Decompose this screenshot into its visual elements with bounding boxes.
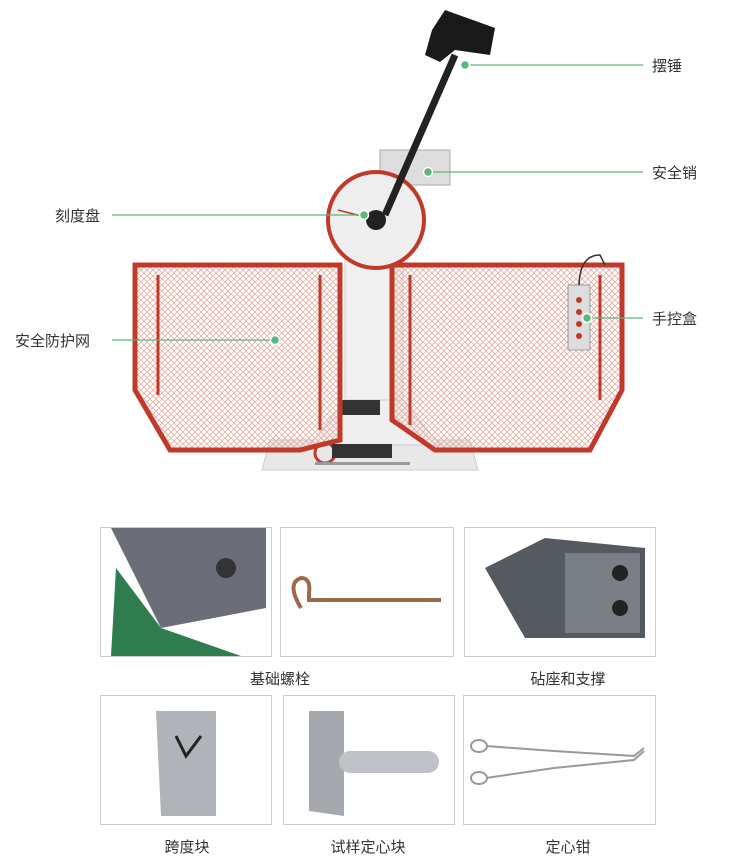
callout-dot-dial (358, 209, 370, 221)
callout-dot-safety-pin (422, 166, 434, 178)
thumb-foundation-bolt-block (100, 527, 272, 657)
callout-dot-safety-net (269, 334, 281, 346)
caption-centering-tongs: 定心钳 (545, 838, 591, 856)
caption-anvil-support: 砧座和支撑 (530, 670, 606, 688)
dial-gauge (326, 170, 426, 270)
safety-pin-housing (379, 149, 451, 186)
machine-illustration (112, 10, 643, 471)
pendulum-arm (381, 53, 459, 217)
callout-dot-control-box (581, 312, 593, 324)
left-safety-cage (132, 262, 343, 453)
thumb-span-block (100, 695, 272, 825)
callout-dot-hammer (459, 59, 471, 71)
thumb-anvil-support (464, 527, 656, 657)
right-safety-cage (389, 262, 625, 453)
callout-hammer: 摆锤 (652, 57, 683, 75)
caption-specimen-centering-block: 试样定心块 (330, 838, 406, 856)
pendulum-hammer (425, 10, 495, 62)
thumb-centering-tongs (463, 695, 656, 825)
thumb-specimen-centering-block (283, 695, 455, 825)
callout-lines (112, 64, 643, 341)
caption-span-block: 跨度块 (164, 838, 210, 856)
callout-safety-pin: 安全销 (652, 164, 698, 182)
callout-hand-control-box: 手控盒 (652, 310, 698, 328)
thumb-foundation-bolt (280, 527, 454, 657)
callout-dial: 刻度盘 (55, 207, 101, 225)
hand-control-box (567, 254, 606, 351)
caption-foundation-bolt: 基础螺栓 (249, 670, 311, 688)
brand-logo (313, 441, 410, 465)
callout-safety-net: 安全防护网 (15, 332, 91, 350)
anvil (340, 400, 380, 415)
